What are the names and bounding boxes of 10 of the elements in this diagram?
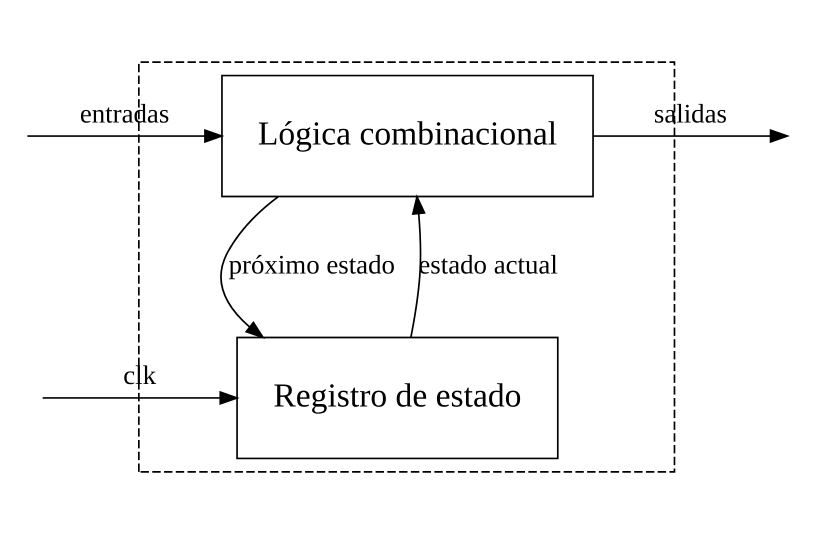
arrow (27, 128, 224, 143)
edge-label: entradas (80, 98, 170, 128)
arrow (42, 390, 240, 405)
edge-label: próximo estado (228, 248, 395, 279)
arrow (593, 128, 790, 143)
arrow (410, 194, 426, 337)
arrow (220, 196, 279, 339)
edge-label: salidas (654, 98, 727, 128)
node-box: Lógica combinacional (221, 74, 594, 197)
node-box: Registro de estado (236, 336, 559, 459)
